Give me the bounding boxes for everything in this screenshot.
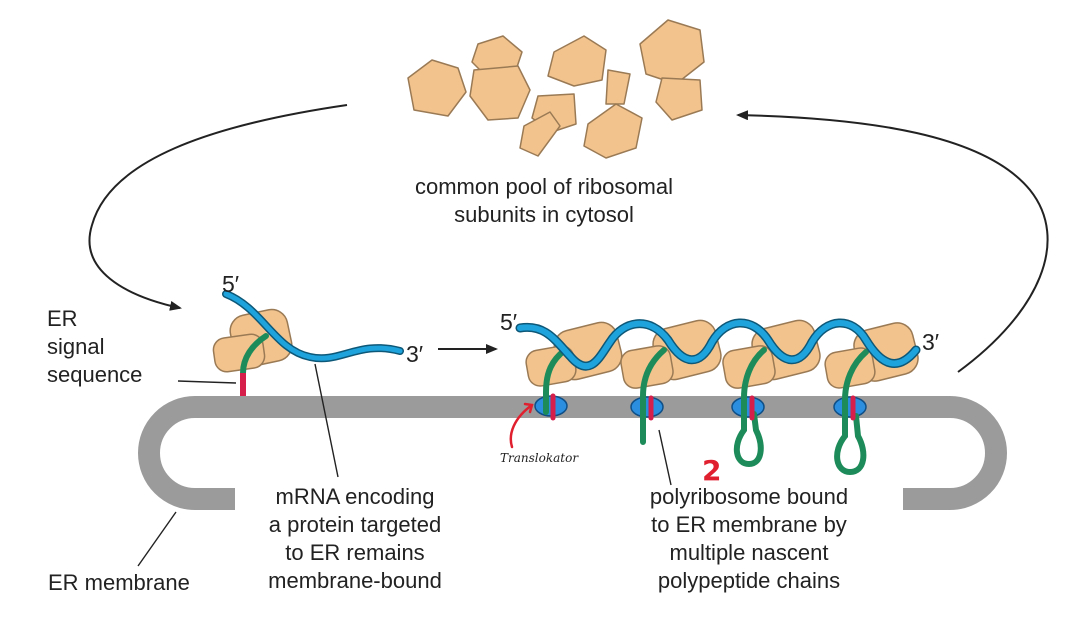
leader-lines: [137, 363, 672, 567]
right-curved-arrow: [736, 110, 1049, 373]
pool-label-line1: common pool of ribosomal: [415, 174, 673, 199]
translocon: [630, 396, 664, 418]
ribosome-subunit: [469, 65, 531, 121]
handwritten-red-mark: 2: [702, 454, 721, 487]
handwritten-translocator-note: Translokator: [500, 451, 579, 465]
left-three-prime-label: 3′: [406, 341, 423, 367]
er-signal-label-line3: sequence: [47, 362, 142, 387]
er-membrane-shape: [138, 396, 1007, 510]
nascent-polypeptide: [733, 347, 767, 468]
ribosome-subunit: [655, 77, 703, 121]
ribosome-subunit: [547, 35, 607, 87]
left-five-prime-label: 5′: [222, 271, 239, 297]
mrna-label-line4: membrane-bound: [268, 568, 442, 593]
ribosome-subunit: [639, 19, 705, 85]
er-signal-label-line1: ER: [47, 306, 78, 331]
polyribosome-label-line1: polyribosome bound: [650, 484, 848, 509]
polyribosome-label-line4: polypeptide chains: [658, 568, 840, 593]
nascent-polypeptide: [543, 347, 568, 415]
ribosome-subunit: [605, 69, 631, 105]
nascent-polypeptide: [240, 333, 269, 376]
mrna-leader: [314, 363, 339, 478]
mrna-label-line3: to ER remains: [285, 540, 424, 565]
handwritten-red-arrow: [509, 402, 534, 449]
right-five-prime-label: 5′: [500, 309, 517, 335]
polyribosome-label-line3: multiple nascent: [670, 540, 829, 565]
ribosome-subunit: [519, 111, 561, 157]
polyribosome-mrna-core: [517, 320, 919, 370]
er-signal-label-line2: signal: [47, 334, 104, 359]
nascent-polypeptide: [834, 349, 869, 476]
left-curved-arrow: [88, 104, 348, 311]
translocon: [833, 396, 867, 418]
pool-label-line2: subunits in cytosol: [454, 202, 634, 227]
ribosome-subunit: [407, 59, 467, 117]
mrna-label-line2: a protein targeted: [269, 512, 441, 537]
er-membrane-leader: [137, 511, 177, 567]
er-membrane-label: ER membrane: [48, 570, 190, 595]
polyribosome-leader: [658, 429, 672, 486]
right-three-prime-label: 3′: [922, 329, 939, 355]
er-signal-leader: [177, 380, 237, 384]
ribosome-subunit: [583, 103, 643, 159]
translocon: [731, 396, 765, 418]
ribosomal-subunit-pool: [407, 19, 705, 159]
mrna-label-line1: mRNA encoding: [276, 484, 435, 509]
left-mrna-core: [223, 291, 403, 361]
initial-ribosome: [212, 308, 293, 396]
nascent-chains: [543, 347, 869, 476]
polyribosome-label-line2: to ER membrane by: [651, 512, 847, 537]
nascent-polypeptide: [640, 347, 667, 445]
